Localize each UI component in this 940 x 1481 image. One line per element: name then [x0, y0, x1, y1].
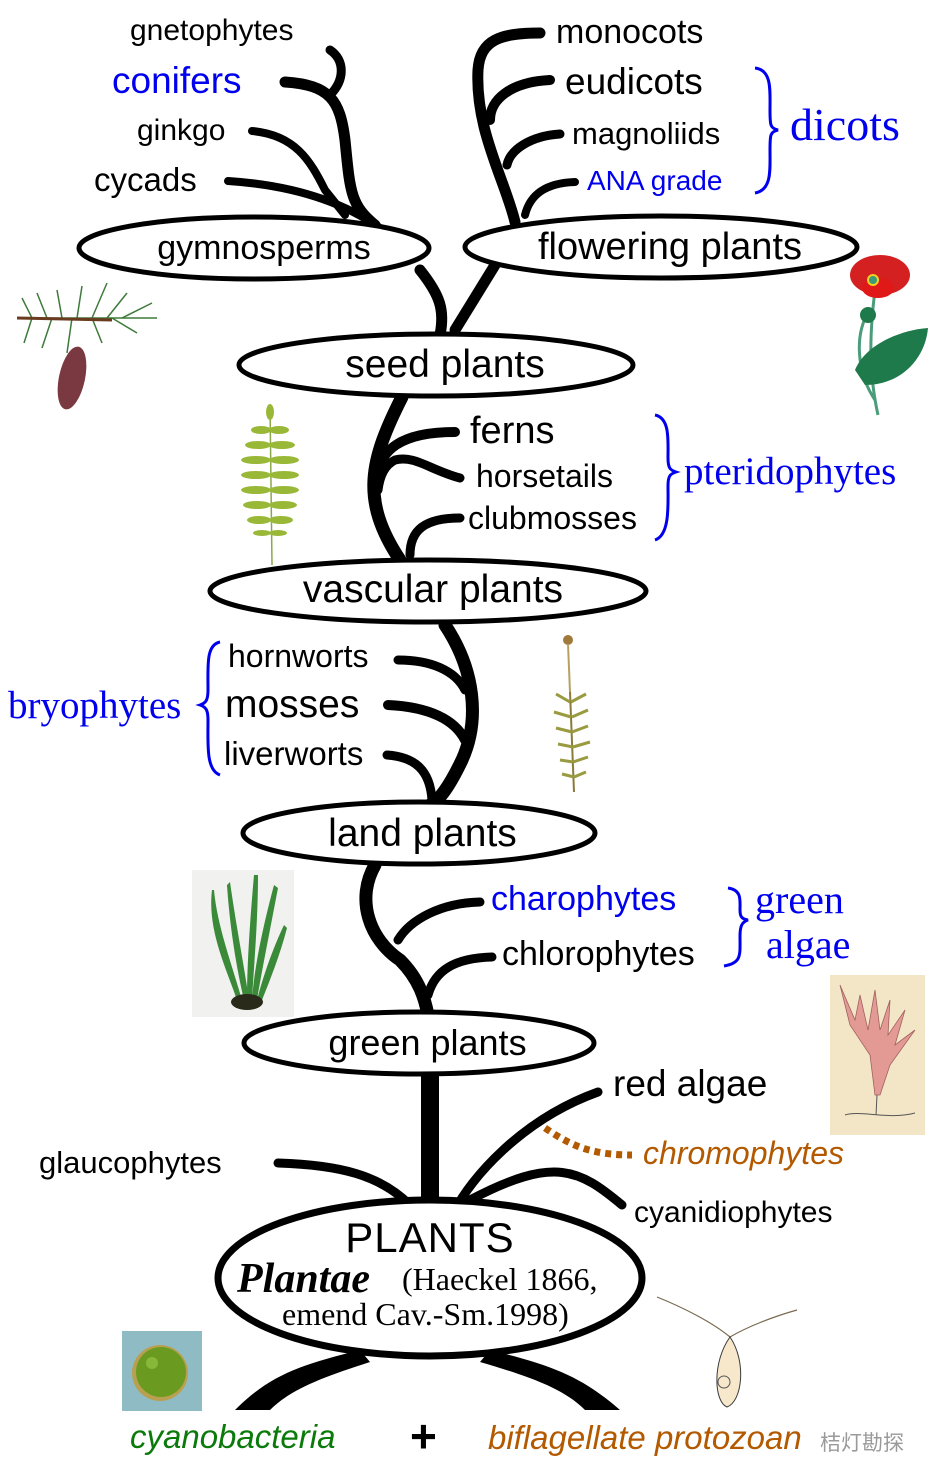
trunk-vascular-to-land	[423, 618, 479, 812]
brace-green-algae	[723, 886, 749, 968]
node-plants-root	[214, 1196, 646, 1360]
label-seed-plants: seed plants	[345, 343, 545, 386]
origin-biflagellate-protozoan: biflagellate protozoan	[488, 1419, 802, 1456]
node-gymnosperms	[76, 214, 432, 282]
branch-chlorophytes	[423, 952, 497, 1000]
branch-charophytes	[393, 897, 485, 945]
moss-sporophyte-icon	[553, 635, 591, 793]
leaf-monocots: monocots	[556, 13, 704, 51]
label-vascular-plants: vascular plants	[302, 568, 564, 611]
red-alga-icon	[830, 975, 925, 1135]
root-title: PLANTS	[345, 1214, 515, 1261]
branch-eudicots	[485, 75, 555, 125]
leaf-conifers: conifers	[112, 60, 242, 101]
trunk-land-to-green	[359, 858, 435, 1022]
leaf-clubmosses: clubmosses	[468, 500, 637, 536]
node-vascular-plants	[207, 557, 649, 625]
root-authority-line2: emend Cav.-Sm.1998)	[282, 1296, 569, 1332]
origin-plus-sign: +	[410, 1410, 437, 1462]
watermark: 桔灯勘探	[820, 1431, 904, 1455]
pine-branch-icon	[16, 282, 157, 410]
group-bryophytes: bryophytes	[8, 684, 182, 727]
branch-ferns	[370, 427, 460, 485]
leaf-red-algae: red algae	[613, 1063, 768, 1104]
node-green-plants	[241, 1009, 597, 1077]
group-green-algae-line1: green	[755, 877, 844, 922]
group-dicots: dicots	[790, 99, 900, 150]
branch-glaucophytes	[273, 1158, 415, 1210]
root-authority-line1: (Haeckel 1866,	[402, 1261, 598, 1297]
node-land-plants	[240, 799, 598, 867]
leaf-magnoliids: magnoliids	[572, 116, 721, 151]
group-pteridophytes: pteridophytes	[684, 450, 897, 493]
leaf-chlorophytes: chlorophytes	[502, 935, 695, 973]
brace-dicots	[754, 66, 779, 195]
leaf-liverworts: liverworts	[224, 735, 364, 772]
root-right	[480, 1350, 620, 1410]
branch-hornworts	[393, 655, 470, 695]
branch-magnoliids	[502, 129, 565, 170]
branch-horsetails	[373, 454, 465, 495]
fern-frond-icon	[241, 404, 299, 565]
root-latin-name: Plantae	[237, 1256, 370, 1302]
branch-cycads	[224, 177, 384, 232]
branch-ana-grade	[521, 178, 579, 219]
brace-pteridophytes	[654, 413, 681, 542]
branch-chromophytes	[543, 1125, 633, 1159]
leaf-glaucophytes: glaucophytes	[39, 1145, 222, 1180]
leaf-charophytes: charophytes	[491, 880, 677, 918]
trunk-gymnosperms-to-seed	[414, 264, 448, 341]
branch-cyanidiophytes	[465, 1167, 627, 1210]
branch-ginkgo	[248, 127, 349, 219]
leaf-ana-grade: ANA grade	[587, 165, 723, 196]
node-flowering-plants	[462, 213, 860, 281]
branch-gnetophytes	[325, 45, 346, 100]
leaf-mosses: mosses	[225, 683, 360, 726]
leaf-cycads: cycads	[94, 161, 197, 198]
cyanobacterium-cell-icon	[122, 1331, 202, 1411]
branch-clubmosses	[405, 513, 465, 560]
leaf-gnetophytes: gnetophytes	[130, 14, 294, 47]
trunk-flowering-to-seed	[449, 259, 501, 336]
leaf-hornworts: hornworts	[228, 638, 369, 674]
origin-cyanobacteria: cyanobacteria	[130, 1418, 336, 1455]
biflagellate-protozoan-icon	[656, 1296, 798, 1408]
label-green-plants: green plants	[328, 1022, 527, 1063]
leaf-chromophytes: chromophytes	[643, 1135, 844, 1171]
leaf-eudicots: eudicots	[565, 61, 703, 102]
group-green-algae-line2: algae	[766, 922, 851, 967]
leaf-horsetails: horsetails	[476, 458, 613, 494]
poppy-flower-icon	[850, 255, 928, 416]
branch-mosses	[383, 700, 470, 745]
label-flowering-plants: flowering plants	[537, 226, 803, 268]
green-alga-icon	[192, 870, 294, 1017]
branch-conifers	[279, 76, 381, 231]
leaf-cyanidiophytes: cyanidiophytes	[634, 1196, 833, 1229]
label-gymnosperms: gymnosperms	[157, 229, 371, 267]
label-land-plants: land plants	[328, 812, 517, 855]
root-left	[235, 1350, 370, 1410]
brace-bryophytes	[195, 640, 221, 777]
node-seed-plants	[236, 331, 636, 399]
leaf-ferns: ferns	[470, 410, 555, 452]
branch-monocots	[472, 27, 546, 228]
branch-liverworts	[382, 750, 437, 805]
leaf-ginkgo: ginkgo	[137, 114, 226, 147]
